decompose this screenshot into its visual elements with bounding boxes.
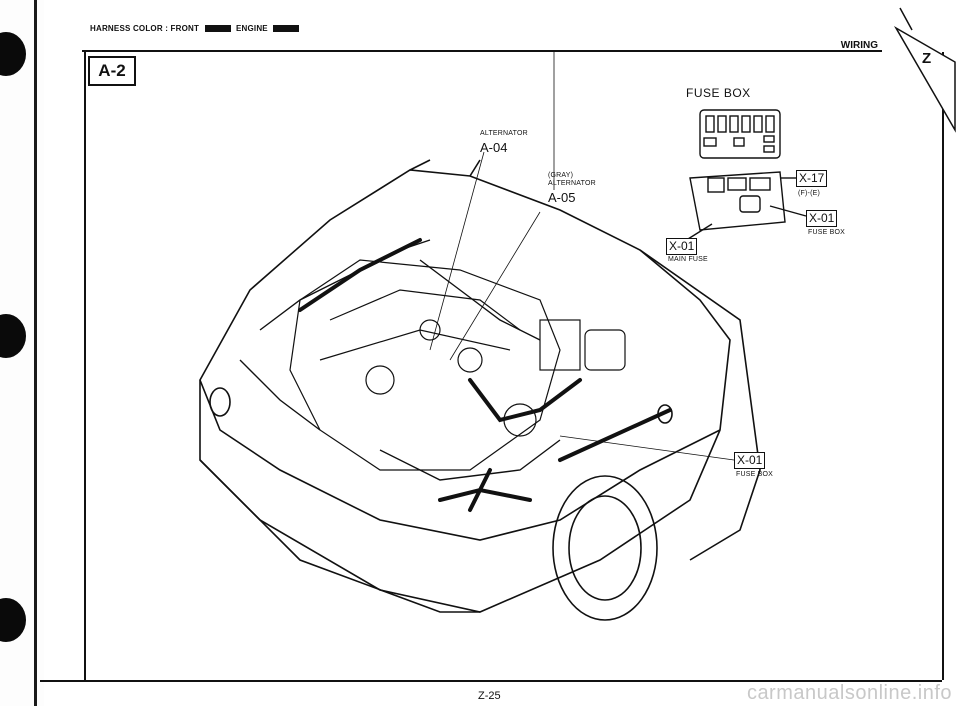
corner-index-mark — [893, 7, 956, 133]
wiring-harness-thin — [239, 239, 561, 481]
connector-x17-sub: (F)-(E) — [798, 190, 821, 197]
corner-index-letter: Z — [922, 50, 932, 67]
connector-x01-lower-code: X-01 — [734, 452, 766, 469]
vehicle-body — [199, 159, 761, 621]
section-tag: A-2 — [88, 56, 136, 86]
alternator-a04-name: ALTERNATOR — [480, 130, 528, 137]
fuse-box-detail — [679, 171, 807, 245]
diagram-frame — [84, 52, 944, 680]
connector-x01-main-fuse-code: X-01 — [666, 238, 698, 255]
connector-x17-code: X-17 — [796, 170, 828, 187]
harness-color-legend: HARNESS COLOR : FRONT ENGINE — [90, 24, 302, 33]
alternator-a05-color: (GRAY) — [548, 172, 574, 179]
fuse-box-title: FUSE BOX — [686, 86, 751, 100]
watermark: carmanualsonline.info — [746, 682, 952, 704]
alternator-a05-code: A-05 — [548, 190, 576, 205]
engine-label: ENGINE — [235, 24, 268, 33]
connector-x01-fuse-box-code: X-01 — [806, 210, 838, 227]
connector-x01-fuse-box-sub: FUSE BOX — [808, 229, 845, 236]
footer-rule — [40, 680, 942, 682]
fuse-box-top-view — [699, 109, 781, 159]
connector-x01-main-fuse-sub: MAIN FUSE — [668, 256, 708, 263]
front-color-swatch — [204, 25, 231, 33]
alternator-a04-code: A-04 — [480, 140, 508, 155]
header-rule — [82, 50, 882, 52]
page-number: Z-25 — [478, 690, 501, 702]
callout-leaders — [429, 50, 735, 461]
engine-color-swatch — [273, 25, 300, 33]
connector-x01-lower-sub: FUSE BOX — [736, 471, 773, 478]
alternator-a05-name: ALTERNATOR — [548, 180, 596, 187]
engine-assembly — [289, 259, 626, 471]
harness-color-label: HARNESS COLOR : FRONT — [90, 24, 200, 33]
section-title: WIRING — [840, 40, 878, 51]
wiring-harness — [298, 238, 672, 512]
binder-line — [34, 0, 37, 706]
